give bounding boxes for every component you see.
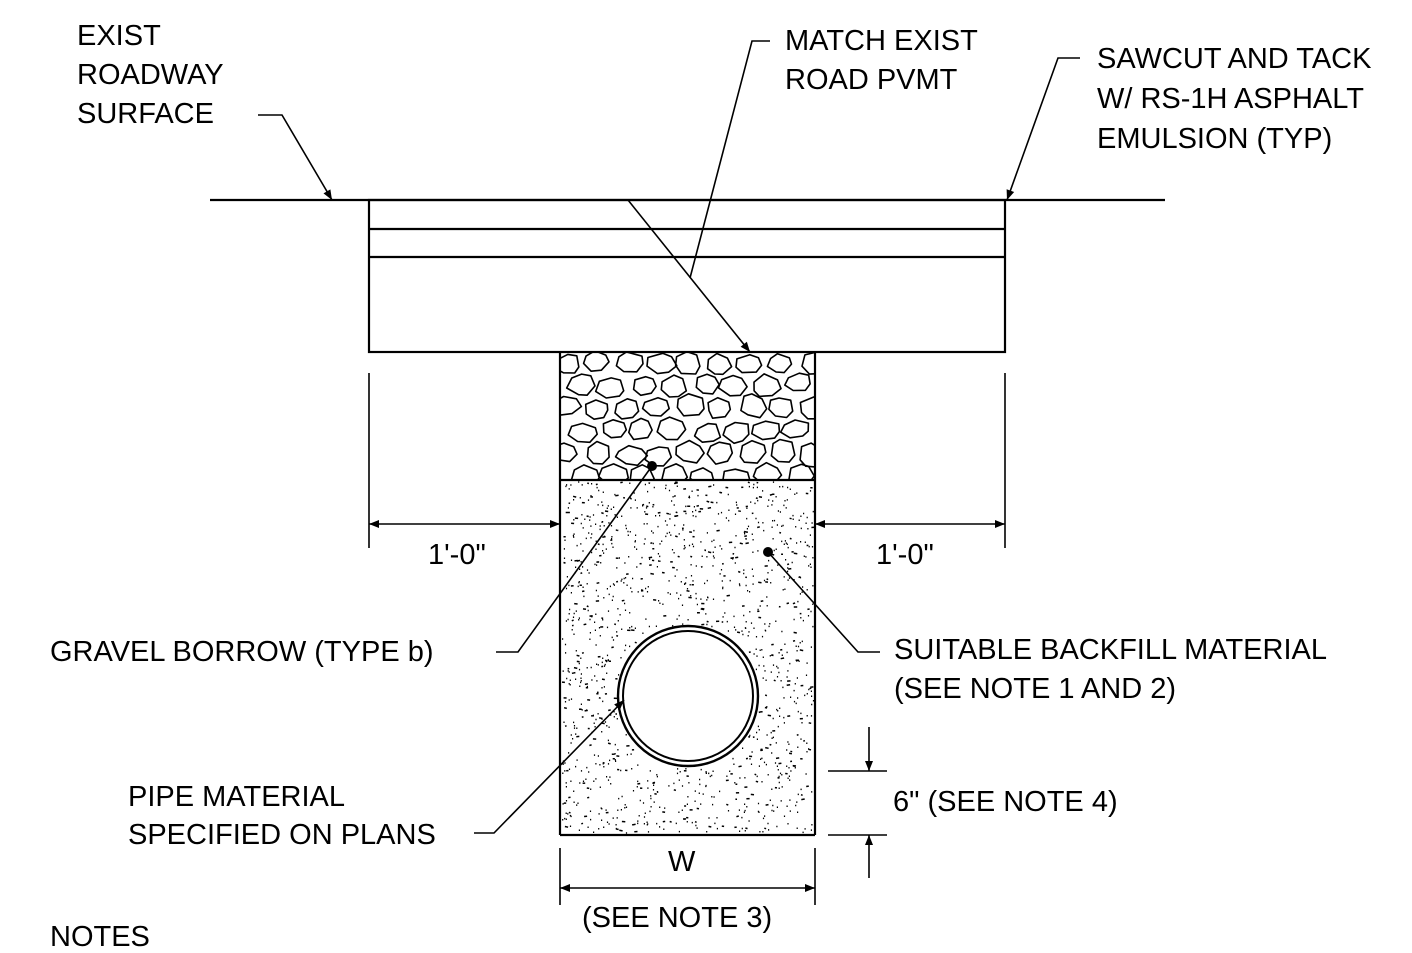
- label-six-inch: 6" (SEE NOTE 4): [893, 786, 1118, 818]
- pavement-patch: [367, 198, 1007, 354]
- label-match-exist-2: ROAD PVMT: [785, 64, 958, 96]
- label-sawcut-2: W/ RS-1H ASPHALT: [1097, 83, 1364, 115]
- label-suitable-backfill-1: SUITABLE BACKFILL MATERIAL: [894, 634, 1327, 666]
- leader-suitable-backfill-dot: [763, 547, 773, 557]
- leader-exist-roadway: [258, 114, 333, 201]
- leader-pipe-material: [474, 699, 625, 834]
- label-sawcut-3: EMULSION (TYP): [1097, 123, 1333, 155]
- pipe: [616, 624, 760, 768]
- extension-lines: [368, 373, 1006, 905]
- label-exist-roadway-2: ROADWAY: [77, 59, 224, 91]
- label-exist-roadway-3: SURFACE: [77, 98, 214, 130]
- leader-sawcut: [1006, 57, 1080, 201]
- label-dim-left: 1'-0": [428, 539, 486, 571]
- leader-match-exist: [689, 40, 770, 279]
- label-exist-roadway-1: EXIST: [77, 20, 161, 52]
- leader-gravel-borrow-dot: [647, 461, 657, 471]
- leader-match-exist-arrow: [627, 199, 751, 353]
- label-dim-right: 1'-0": [876, 539, 934, 571]
- label-match-exist-1: MATCH EXIST: [785, 25, 978, 57]
- label-see-note-3: (SEE NOTE 3): [582, 902, 773, 934]
- label-notes-heading: NOTES: [50, 921, 150, 953]
- label-gravel-borrow: GRAVEL BORROW (TYPE b): [50, 636, 434, 668]
- label-pipe-material-1: PIPE MATERIAL: [128, 781, 346, 813]
- label-suitable-backfill-2: (SEE NOTE 1 AND 2): [894, 673, 1177, 705]
- gravel-borrow-hatch: [560, 352, 815, 480]
- label-width: W: [668, 846, 696, 878]
- backfill-stipple-hatch: [561, 481, 815, 834]
- label-pipe-material-2: SPECIFIED ON PLANS: [128, 819, 436, 851]
- leader-gravel-borrow: [496, 465, 653, 653]
- label-sawcut-1: SAWCUT AND TACK: [1097, 43, 1372, 75]
- leader-suitable-backfill: [767, 551, 880, 653]
